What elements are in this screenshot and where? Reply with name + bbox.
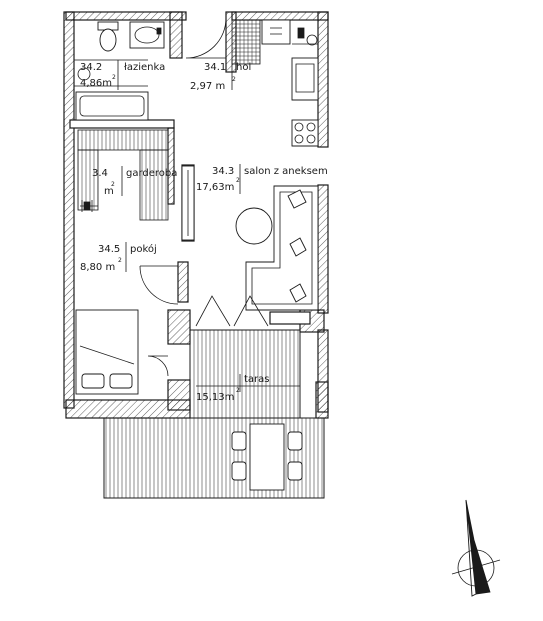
room-area-taras: 15,13m	[196, 392, 234, 403]
room-name-34-1: hol	[236, 62, 251, 73]
living-room-furniture	[181, 165, 319, 311]
room-name-34-5: pokój	[130, 243, 157, 255]
room-label-34-2: 34.2 łazienka 4,86m 2	[80, 60, 165, 90]
room-id-34-2: 34.2	[80, 62, 102, 73]
bathroom-fixtures	[74, 21, 165, 121]
svg-text:2: 2	[236, 387, 240, 394]
room-label-taras: taras 15,13m 2	[196, 374, 300, 403]
room-name-taras: taras	[244, 374, 270, 385]
room-name-34-4: garderoba	[126, 168, 177, 179]
room-label-34-4: 3.4 garderoba m 2	[92, 166, 177, 197]
room-name-34-3: salon z aneksem	[244, 166, 328, 177]
room-label-34-3: 34.3 salon z aneksem 17,63m 2	[196, 164, 328, 194]
room-id-34-4: 3.4	[92, 168, 108, 179]
room-name-34-2: łazienka	[124, 62, 165, 73]
room-area-34-4: m	[104, 186, 114, 197]
kitchen-fixtures	[231, 19, 319, 147]
svg-text:2: 2	[236, 177, 240, 184]
room-label-34-1: 34.1 hol 2,97 m 2	[190, 60, 251, 92]
room-area-34-3: 17,63m	[196, 182, 234, 193]
room-label-34-5: 34.5 pokój 8,80 m 2	[80, 242, 157, 273]
room-area-34-5: 8,80 m	[80, 262, 115, 273]
bedroom-furniture	[75, 309, 139, 395]
room-id-34-3: 34.3	[212, 166, 234, 177]
room-area-34-2: 4,86m	[80, 78, 112, 89]
svg-text:2: 2	[112, 74, 116, 81]
svg-text:2: 2	[111, 181, 115, 188]
room-area-34-1: 2,97 m	[190, 81, 225, 92]
svg-text:2: 2	[118, 257, 122, 264]
room-id-34-5: 34.5	[98, 244, 120, 255]
room-id-34-1: 34.1	[204, 62, 226, 73]
wardrobe-fixtures	[77, 129, 169, 221]
terrace	[103, 329, 325, 499]
north-arrow-icon	[451, 499, 501, 597]
svg-text:2: 2	[232, 76, 236, 83]
